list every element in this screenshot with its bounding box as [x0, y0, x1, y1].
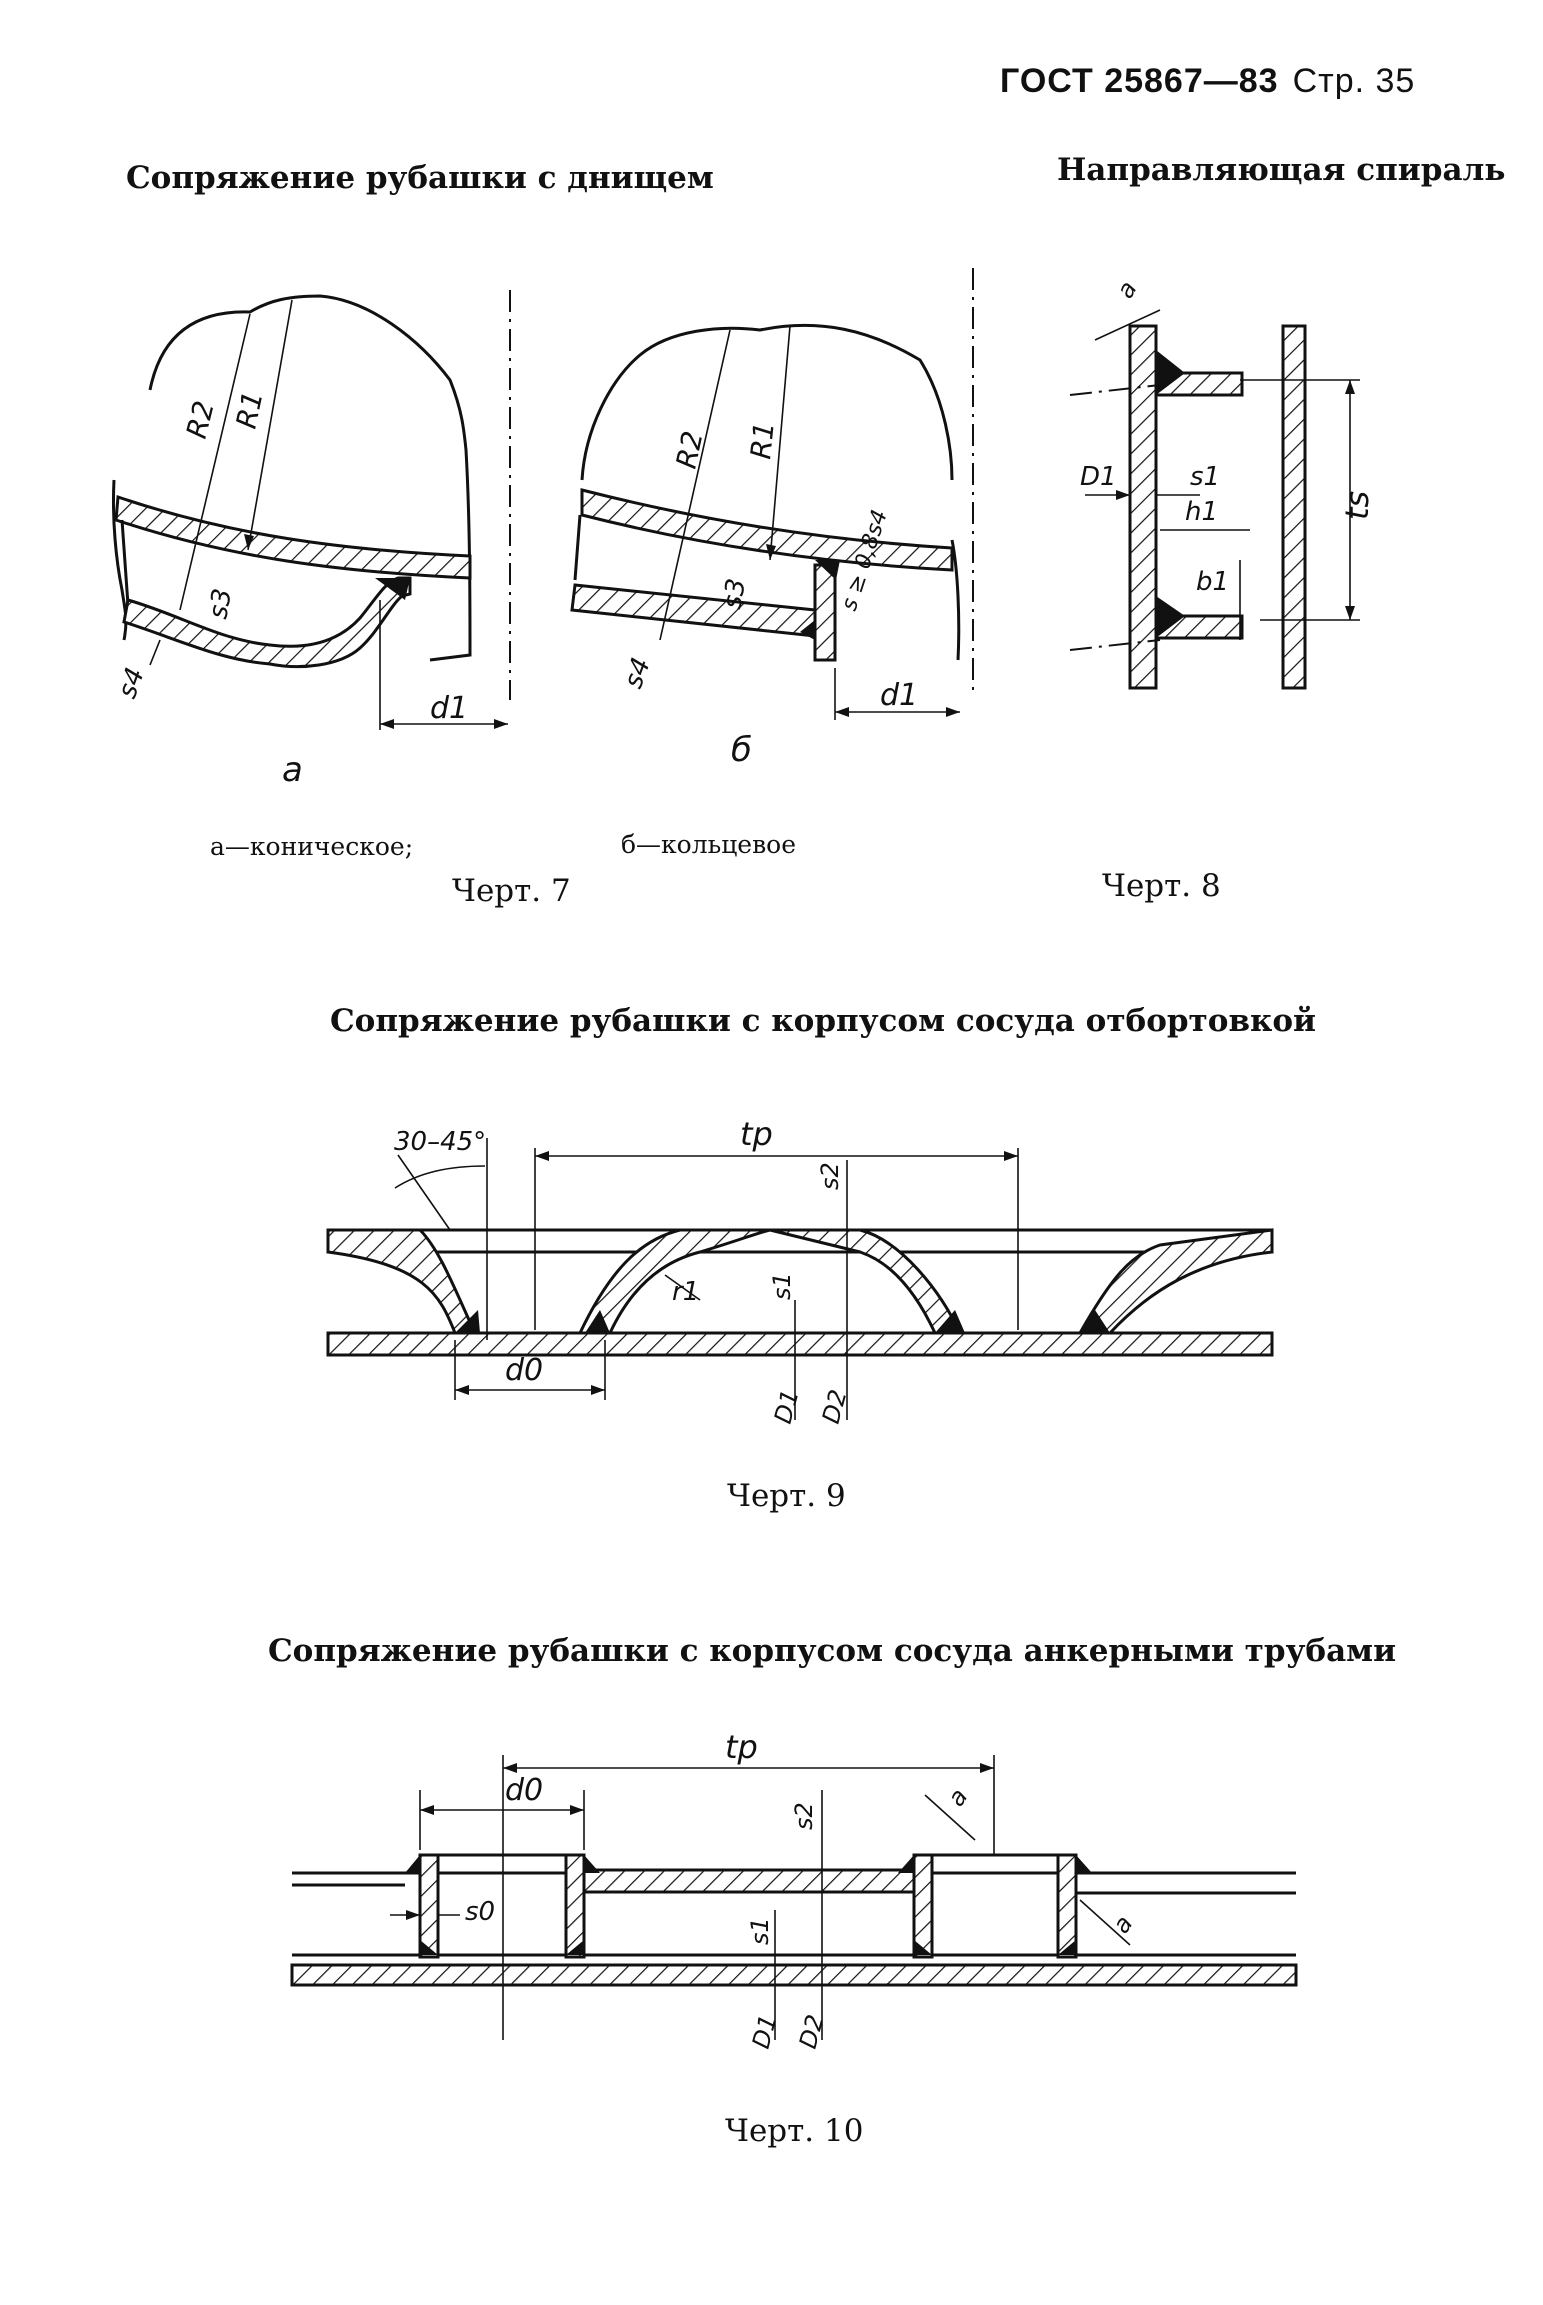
drawing9-caption: Черт. 9: [727, 1478, 846, 1514]
standard-number: ГОСТ 25867—83: [1000, 62, 1279, 100]
drawing10-caption: Черт. 10: [725, 2113, 864, 2149]
drawing7-caption: Черт. 7: [452, 873, 571, 909]
drawing10-a-label-side: a: [1107, 1910, 1138, 1938]
heading-flanging: Сопряжение рубашки с корпусом сосуда отб…: [330, 1003, 1317, 1039]
drawing10-d0-label: d0: [505, 1773, 543, 1808]
drawing7b-R2-label: R2: [670, 428, 710, 471]
drawing10-s0-label: s0: [465, 1897, 495, 1927]
drawing9-D1-label: D1: [769, 1387, 805, 1427]
drawing7-legend-b: б—кольцевое: [621, 830, 797, 859]
drawing7-legend-a: а—коническое;: [210, 832, 414, 861]
drawing8-s1-label: s1: [1190, 462, 1220, 492]
drawing10-a-label-top: a: [942, 1783, 973, 1811]
drawing8-a-label: a: [1111, 276, 1143, 303]
drawing9-angle-label: 30–45°: [394, 1127, 486, 1157]
drawing7b-s4-label: s4: [618, 654, 656, 693]
drawing8-D1-label: D1: [1080, 462, 1117, 492]
drawing9: 30–45° tp d0 r1 s2 s1 D1 D2: [326, 1115, 1274, 1427]
drawing10: d0 tp s0 s2 s1 D1 D2 a a: [290, 1728, 1298, 2052]
heading-jacket-bottom: Сопряжение рубашки с днищем: [126, 160, 714, 196]
drawing10-D2-label: D2: [794, 2012, 830, 2052]
drawing9-s2-label: s2: [816, 1162, 844, 1190]
drawing9-s1-label: s1: [768, 1272, 796, 1300]
drawing10-D1-label: D1: [747, 2012, 783, 2052]
page-header: ГОСТ 25867—83 Стр. 35: [1000, 62, 1415, 101]
drawing10-s2-label: s2: [790, 1802, 818, 1830]
drawing9-r1-label: r1: [672, 1277, 699, 1307]
drawing7a-R1-label: R1: [230, 388, 270, 431]
drawing10-s1-label: s1: [746, 1917, 774, 1945]
drawing7-variant-b: б: [731, 730, 752, 770]
drawing7a-s3-label: s3: [203, 586, 238, 621]
page-number: Стр. 35: [1292, 62, 1416, 100]
drawing9-d0-label: d0: [505, 1353, 543, 1388]
drawing8-caption: Черт. 8: [1102, 868, 1221, 904]
drawing8-b1-label: b1: [1196, 567, 1229, 597]
drawing8-h1-label: h1: [1185, 497, 1218, 527]
drawing10-tp-label: tp: [725, 1728, 758, 1766]
drawing9-tp-label: tp: [740, 1115, 773, 1153]
drawing7a-R2-label: R2: [180, 398, 221, 442]
drawing7b-s3-label: s3: [717, 576, 752, 611]
drawing9-D2-label: D2: [817, 1387, 853, 1427]
drawing7-a: d1 R2 R1 s3 s4: [111, 290, 511, 730]
drawing7-variant-a: а: [282, 750, 303, 790]
drawing7a-d1-label: d1: [430, 691, 468, 726]
drawing8-ts-label: ts: [1338, 491, 1376, 520]
drawing7-b: d1 R2 R1 s3 s4 s ≥ 0,8s4: [570, 268, 974, 720]
heading-guide-spiral: Направляющая спираль: [1057, 152, 1506, 188]
drawing7b-R1-label: R1: [744, 420, 781, 461]
heading-anchor-pipes: Сопряжение рубашки с корпусом сосуда анк…: [268, 1633, 1397, 1669]
drawing7a-s4-label: s4: [112, 664, 150, 703]
drawing8: ts h1 b1 D1 s1 a: [1069, 276, 1376, 690]
drawing7b-d1-label: d1: [880, 678, 918, 713]
